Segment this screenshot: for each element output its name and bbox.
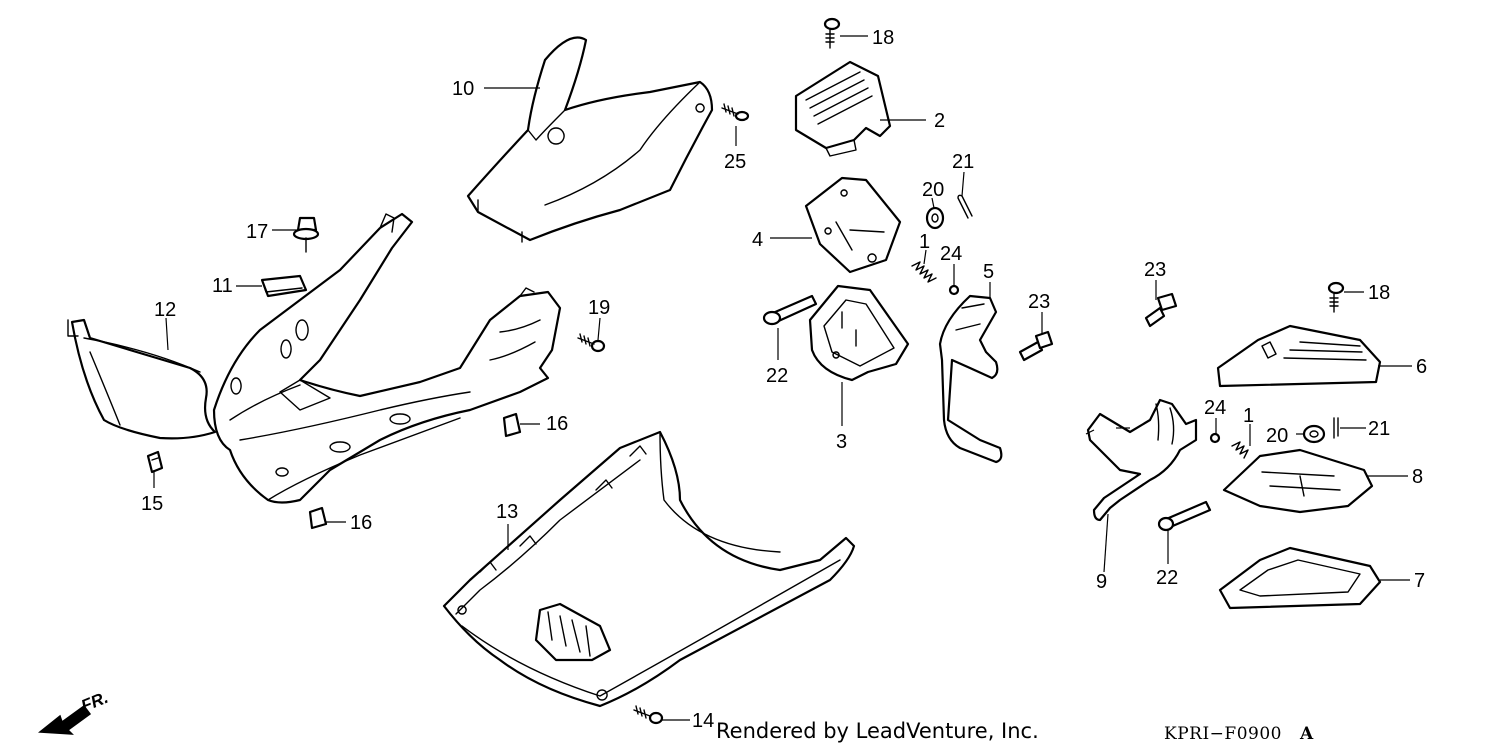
step-floor-frame	[212, 212, 562, 504]
callout-16-upper: 16	[546, 413, 568, 435]
callout-6: 6	[1416, 356, 1427, 378]
part-6-step-plate-right	[1216, 324, 1382, 388]
callout-10: 10	[452, 78, 474, 100]
part-22-pin-left	[762, 294, 818, 326]
part-9-arm-right	[1086, 398, 1198, 522]
callout-22-left: 22	[766, 365, 788, 387]
front-arrow-icon	[38, 704, 92, 735]
callout-4: 4	[752, 229, 763, 251]
diagram-code-text: KPRI−F0900	[1164, 724, 1282, 744]
callout-21-left: 21	[952, 151, 974, 173]
callout-16-lower: 16	[350, 512, 372, 534]
part-22-pin-right	[1157, 500, 1212, 532]
callout-11: 11	[212, 275, 233, 297]
callout-13: 13	[496, 501, 518, 523]
part-1-spring-left	[911, 261, 937, 283]
diagram-code-suffix: A	[1299, 724, 1314, 744]
part-23-bolt-left	[1018, 330, 1054, 362]
part-21-cotter-pin-right	[1333, 417, 1339, 439]
part-15-clip	[146, 450, 164, 474]
part-18-screw-right	[1327, 281, 1345, 313]
part-20-washer-right	[1302, 424, 1326, 444]
callout-21-right: 21	[1368, 418, 1390, 440]
callout-9: 9	[1096, 571, 1107, 593]
callout-5: 5	[983, 261, 994, 283]
callout-7: 7	[1414, 570, 1425, 592]
callout-18-top: 18	[872, 27, 894, 49]
part-16-nut-lower	[308, 506, 328, 530]
leader-lines	[153, 35, 1412, 721]
callout-12: 12	[154, 299, 176, 321]
callout-labels: 10 18 2 25 20 21 4 1 24 5 23 22 3 17 11 …	[141, 27, 1427, 732]
callout-14: 14	[692, 710, 714, 732]
front-label: FR.	[78, 688, 111, 716]
callout-23-left: 23	[1028, 291, 1050, 313]
part-17-bolt	[292, 216, 320, 253]
callout-24-left: 24	[940, 243, 962, 265]
part-21-cotter-pin-left	[957, 194, 973, 219]
part-24-clip-left	[948, 284, 960, 296]
diagram-code: KPRI−F0900 A	[1164, 724, 1314, 744]
callout-19: 19	[588, 297, 610, 319]
part-25-screw	[721, 103, 750, 122]
front-direction-indicator: FR.	[38, 688, 111, 735]
callout-1-right: 1	[1243, 405, 1254, 427]
part-1-spring-right	[1231, 441, 1249, 459]
part-7-holder-right	[1218, 546, 1382, 610]
callout-20-left: 20	[922, 179, 944, 201]
part-14-screw	[633, 705, 664, 725]
part-10-inner-cover	[466, 36, 714, 243]
part-12-side-cover	[67, 318, 217, 440]
part-2-step-plate	[794, 60, 892, 157]
callout-24-right: 24	[1204, 397, 1226, 419]
part-18-screw-top	[823, 17, 841, 49]
part-3-holder	[808, 284, 910, 382]
callout-18-right: 18	[1368, 282, 1390, 304]
callout-22-right: 22	[1156, 567, 1178, 589]
part-20-washer-left	[925, 206, 945, 230]
callout-17: 17	[246, 221, 268, 243]
part-24-clip-right	[1209, 432, 1221, 444]
callout-2: 2	[934, 110, 945, 132]
part-8-bracket-right	[1222, 448, 1374, 514]
part-13-floor-lower-cover	[442, 430, 856, 708]
part-16-nut-upper	[502, 412, 522, 438]
callout-23-right: 23	[1144, 259, 1166, 281]
callout-20-right: 20	[1266, 425, 1288, 447]
callout-1-left: 1	[919, 231, 930, 253]
callout-25: 25	[724, 151, 746, 173]
part-11-cap	[260, 274, 308, 298]
callout-15: 15	[141, 493, 163, 515]
callout-3: 3	[836, 431, 847, 453]
part-5-arm	[938, 294, 1003, 464]
part-19-screw	[577, 333, 606, 353]
part-23-bolt-right	[1144, 292, 1178, 328]
callout-8: 8	[1412, 466, 1423, 488]
credit-text: Rendered by LeadVenture, Inc.	[716, 719, 1039, 743]
part-4-bracket	[804, 176, 902, 274]
